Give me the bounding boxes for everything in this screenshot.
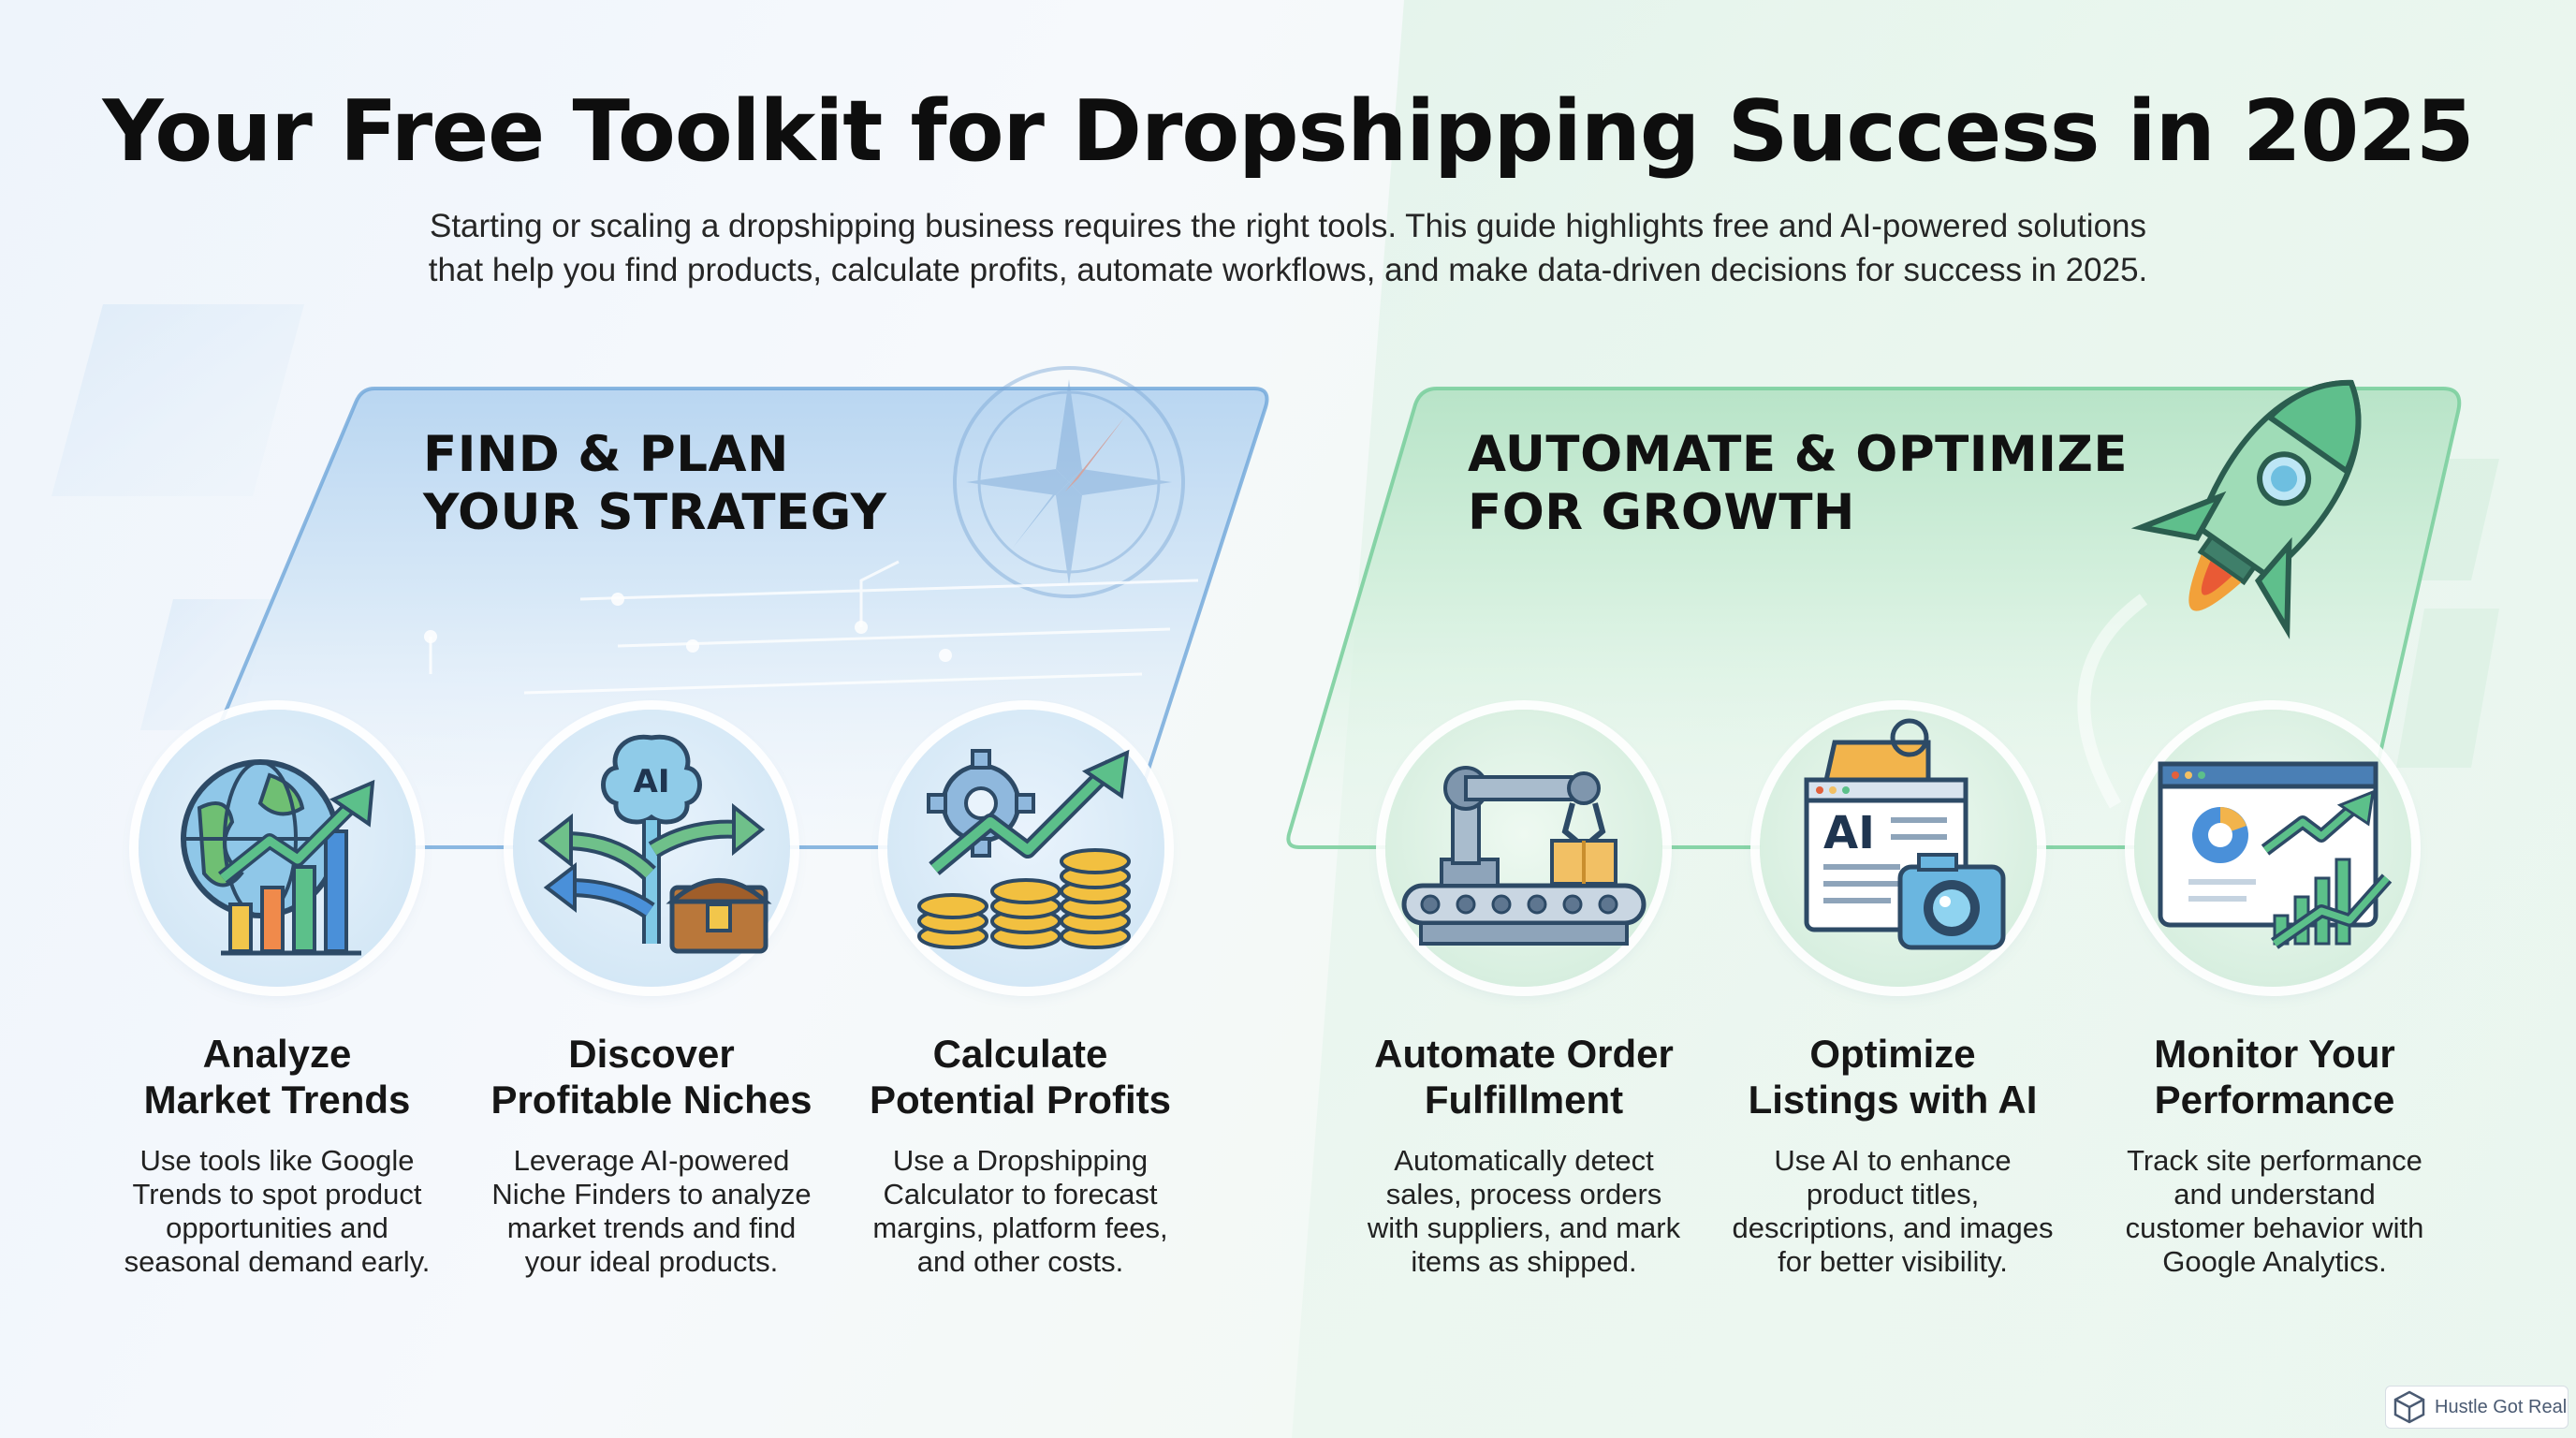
page-title: Your Free Toolkit for Dropshipping Succe… (102, 82, 2475, 181)
card-desc-line: and understand (2174, 1178, 2376, 1211)
compass-watermark (953, 366, 1185, 598)
brand-label: Hustle Got Real (2435, 1396, 2568, 1417)
card-desc-line: items as shipped. (1411, 1245, 1637, 1278)
coins-gear-chart-icon (887, 710, 1164, 987)
ai-listing-camera-icon: AI (1760, 710, 2037, 987)
card-title-line: Automate Order (1374, 1032, 1674, 1076)
card-desc-analyze: Use tools like Google Trends to spot pro… (99, 1144, 455, 1279)
brand-badge[interactable]: Hustle Got Real (2385, 1386, 2569, 1429)
card-title-line: Monitor Your (2154, 1032, 2395, 1076)
card-title-optimize: Optimize Listings with AI (1696, 1031, 2089, 1123)
circuit-nodes (424, 593, 952, 662)
card-desc-line: with suppliers, and mark (1367, 1211, 1681, 1244)
card-desc-automate: Automatically detect sales, process orde… (1346, 1144, 1702, 1279)
card-desc-discover: Leverage AI-powered Niche Finders to ana… (474, 1144, 829, 1279)
rocket-icon (2130, 379, 2362, 639)
card-title-line: Optimize (1809, 1032, 1976, 1076)
card-title-line: Market Trends (143, 1078, 411, 1122)
subtitle-line: Starting or scaling a dropshipping busin… (429, 208, 2147, 244)
card-desc-line: margins, platform fees, (872, 1211, 1168, 1244)
card-desc-optimize: Use AI to enhance product titles, descri… (1715, 1144, 2071, 1279)
card-title-line: Performance (2154, 1078, 2395, 1122)
card-title-monitor: Monitor Your Performance (2078, 1031, 2471, 1123)
section-title-growth: AUTOMATE & OPTIMIZE FOR GROWTH (1468, 426, 2128, 542)
card-title-line: Analyze (202, 1032, 352, 1076)
card-desc-line: Use AI to enhance (1774, 1144, 2012, 1177)
card-title-line: Calculate (932, 1032, 1108, 1076)
card-desc-line: and other costs. (916, 1245, 1124, 1278)
circuit-lines (429, 560, 1199, 695)
card-desc-line: market trends and find (506, 1211, 797, 1244)
section-title-line: YOUR STRATEGY (423, 484, 887, 541)
card-desc-line: seasonal demand early. (124, 1245, 431, 1278)
card-desc-line: descriptions, and images (1732, 1211, 2054, 1244)
card-desc-line: Trends to spot product (132, 1178, 422, 1211)
card-desc-line: Google Analytics. (2162, 1245, 2387, 1278)
card-title-discover: Discover Profitable Niches (455, 1031, 848, 1123)
section-title-line: FIND & PLAN (423, 426, 789, 483)
card-desc-line: customer behavior with (2125, 1211, 2424, 1244)
page-subtitle: Starting or scaling a dropshipping busin… (352, 204, 2224, 292)
card-title-calculate: Calculate Potential Profits (824, 1031, 1217, 1123)
subtitle-line: that help you find products, calculate p… (428, 252, 2148, 288)
card-title-line: Listings with AI (1748, 1078, 2038, 1122)
ai-listing-label: AI (1823, 807, 1875, 859)
cube-logo-icon (2393, 1390, 2425, 1424)
card-desc-line: Calculator to forecast (883, 1178, 1158, 1211)
card-desc-line: Automatically detect (1394, 1144, 1654, 1177)
card-title-line: Fulfillment (1424, 1078, 1624, 1122)
globe-growth-chart-icon (139, 710, 416, 987)
section-title-line: AUTOMATE & OPTIMIZE (1468, 426, 2129, 483)
card-desc-line: your ideal products. (524, 1245, 779, 1278)
card-desc-calculate: Use a Dropshipping Calculator to forecas… (842, 1144, 1198, 1279)
card-title-line: Discover (568, 1032, 735, 1076)
card-desc-line: Use tools like Google (139, 1144, 415, 1177)
robot-arm-conveyor-icon (1385, 710, 1662, 987)
card-title-automate: Automate Order Fulfillment (1327, 1031, 1720, 1123)
card-title-analyze: Analyze Market Trends (80, 1031, 474, 1123)
section-title-strategy: FIND & PLAN YOUR STRATEGY (423, 426, 886, 542)
card-title-line: Potential Profits (869, 1078, 1172, 1122)
card-desc-line: sales, process orders (1385, 1178, 1662, 1211)
ai-brain-paths-icon: AI (513, 710, 790, 987)
card-desc-line: Use a Dropshipping (892, 1144, 1149, 1177)
card-desc-line: Leverage AI-powered (513, 1144, 790, 1177)
card-desc-line: Niche Finders to analyze (491, 1178, 812, 1211)
analytics-dashboard-icon (2134, 710, 2411, 987)
card-desc-line: Track site performance (2127, 1144, 2422, 1177)
card-desc-line: product titles, (1806, 1178, 1980, 1211)
card-title-line: Profitable Niches (490, 1078, 812, 1122)
card-desc-line: opportunities and (166, 1211, 388, 1244)
section-title-line: FOR GROWTH (1468, 484, 1855, 541)
card-desc-line: for better visibility. (1778, 1245, 2008, 1278)
card-desc-monitor: Track site performance and understand cu… (2097, 1144, 2452, 1279)
ai-brain-label: AI (634, 763, 670, 800)
